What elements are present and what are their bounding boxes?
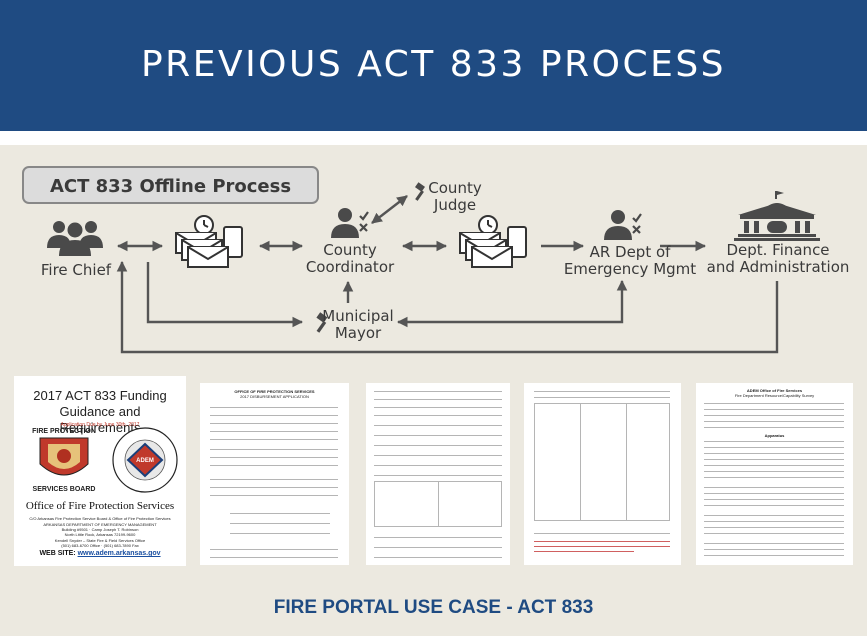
doc1-contact-2: (501) 683-6700 Office · (501) 683-7890 F… — [61, 543, 139, 548]
doc1-due: Application Due by June 30th, 2017 — [60, 422, 140, 428]
gavel-icon-2 — [316, 312, 328, 333]
doc5-title: ADEM Office of Fire Services — [746, 388, 803, 393]
node-dept-finance: Dept. Finance and Administration — [706, 241, 850, 276]
process-title-box: ACT 833 Offline Process — [22, 166, 319, 204]
doc5-subtitle: Fire Department Resource/Capability Surv… — [734, 393, 815, 398]
adem-seal-label: ADEM — [136, 458, 154, 464]
divider-band — [0, 131, 867, 145]
doc1-address-4: North Little Rock, Arkansas 72199-9600 — [64, 532, 136, 537]
fire-badge-icon — [39, 437, 89, 476]
node-municipal-mayor: Municipal Mayor — [322, 307, 394, 342]
doc1-title: 2017 ACT 833 Funding Guidance and Requir… — [33, 388, 167, 435]
slide-title: PREVIOUS ACT 833 PROCESS — [140, 44, 727, 85]
arrow-mayor-ardept — [396, 279, 628, 328]
arrow-finance-chief — [116, 260, 779, 354]
arrow-chief-mayor — [146, 262, 304, 328]
doc1-contact-1: Kendell Snyder – State Fire & Field Serv… — [54, 538, 146, 543]
doc1-address-2: ARKANSAS DEPARTMENT OF EMERGENCY MANAGEM… — [43, 522, 157, 527]
envelope-stack-icon — [175, 215, 243, 268]
doc-disbursement-application[interactable]: OFFICE OF FIRE PROTECTION SERVICES 2017 … — [200, 383, 349, 565]
node-fire-chief: Fire Chief — [40, 261, 112, 279]
doc-summary-table[interactable] — [524, 383, 681, 565]
doc-capability-survey[interactable]: ADEM Office of Fire Services Fire Depart… — [696, 383, 853, 565]
adem-seal-icon — [112, 427, 178, 493]
seal-bottom-text: SERVICES BOARD — [32, 486, 96, 493]
node-county-coordinator: County Coordinator — [305, 241, 395, 276]
doc1-website: WEB SITE: www.adem.arkansas.gov — [14, 550, 186, 557]
doc1-address-3: Building #9501 · Camp Joseph T. Robinson — [61, 527, 139, 532]
web-link[interactable]: www.adem.arkansas.gov — [77, 550, 161, 557]
node-county-judge: County Judge — [428, 179, 482, 214]
doc5-section: Apparatus — [764, 433, 785, 438]
fire-seal: FIRE PROTECTION SERVICES BOARD — [24, 428, 110, 498]
doc-expenditure-form[interactable] — [366, 383, 510, 565]
doc2-title: OFFICE OF FIRE PROTECTION SERVICES — [234, 389, 315, 394]
person-check-icon-2 — [604, 210, 642, 240]
government-building-icon — [734, 191, 820, 241]
gavel-icon — [415, 182, 425, 201]
arrow-coordinator-judge — [371, 195, 408, 224]
process-title: ACT 833 Offline Process — [49, 176, 292, 197]
node-ar-dept: AR Dept of Emergency Mgmt — [563, 243, 697, 278]
doc1-address-1: C/O Arkansas Fire Protection Service Boa… — [29, 516, 171, 521]
envelope-stack-icon-2 — [459, 215, 527, 268]
title-banner: PREVIOUS ACT 833 PROCESS — [0, 0, 867, 131]
slide-footer: FIRE PORTAL USE CASE - ACT 833 — [273, 597, 594, 618]
web-label: WEB SITE: — [39, 550, 76, 557]
seal-top-text: FIRE PROTECTION — [32, 428, 96, 435]
doc-funding-guidance[interactable]: 2017 ACT 833 Funding Guidance and Requir… — [14, 376, 186, 566]
doc2-subtitle: 2017 DISBURSEMENT APPLICATION — [240, 394, 309, 399]
people-group-icon — [47, 221, 103, 256]
person-check-icon — [331, 208, 369, 238]
doc1-office: Office of Fire Protection Services — [25, 500, 175, 512]
